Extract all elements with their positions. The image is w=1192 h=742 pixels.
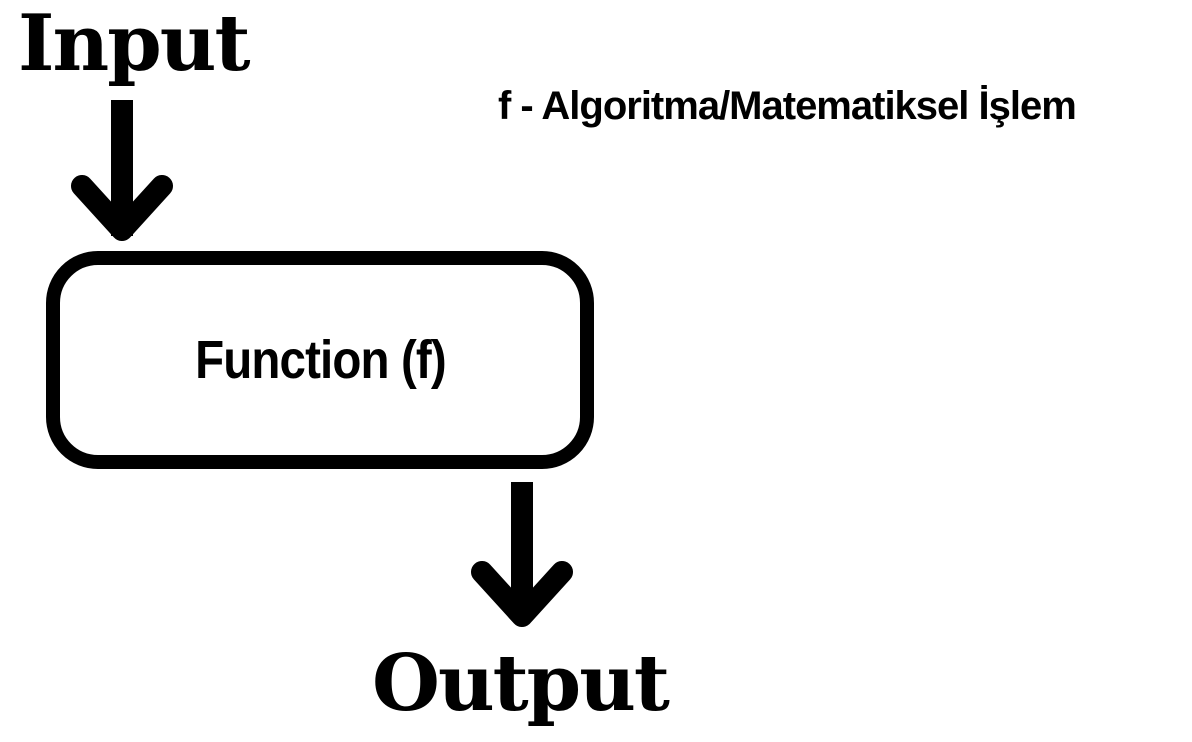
arrow-head	[471, 561, 573, 627]
function-description: f - Algoritma/Matematiksel İşlem	[498, 84, 1077, 128]
arrow-function-to-output	[471, 482, 573, 627]
arrow-input-to-function	[71, 100, 173, 241]
input-label: Input	[18, 0, 250, 89]
function-label: Function (f)	[194, 330, 447, 390]
arrow-head	[71, 175, 173, 241]
output-label: Output	[372, 638, 670, 729]
function-box: Function (f)	[46, 251, 594, 469]
